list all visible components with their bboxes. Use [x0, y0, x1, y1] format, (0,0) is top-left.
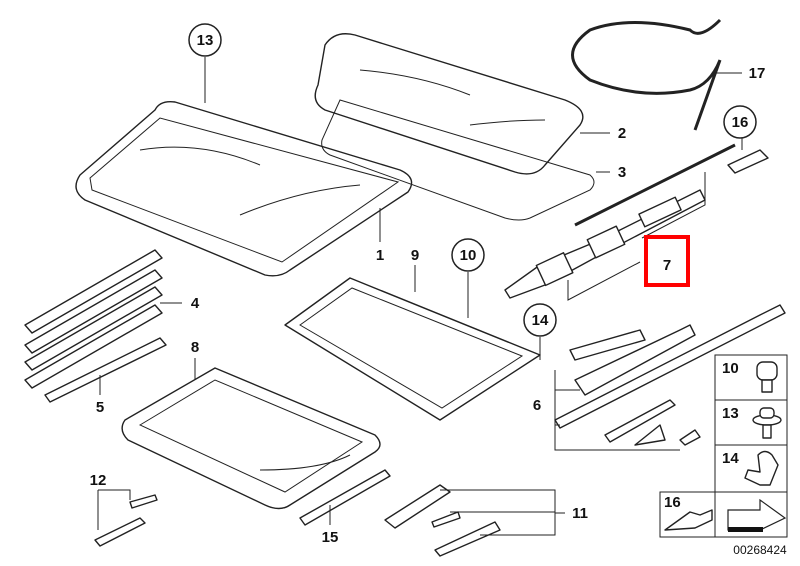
part-15-bracket[interactable]: [299, 469, 391, 526]
callout-15: 15: [322, 529, 339, 546]
callout-16: 16: [723, 105, 757, 139]
legend-label-10: 10: [722, 360, 739, 377]
callout-9: 9: [411, 247, 419, 264]
part-4-strips[interactable]: [24, 249, 163, 389]
callout-13: 13: [188, 23, 222, 57]
part-13-panel[interactable]: [75, 100, 413, 277]
callout-1: 1: [376, 247, 384, 264]
small-parts-legend: 10 13 14 16: [659, 354, 788, 538]
callout-14: 14: [523, 303, 557, 337]
part-6-mechanism-set[interactable]: [554, 304, 786, 446]
part-5-rail[interactable]: [44, 337, 167, 403]
part-12-clips[interactable]: [94, 494, 158, 547]
svg-text:16: 16: [732, 114, 749, 131]
collar-screw-icon: [752, 407, 782, 439]
callout-17: 17: [749, 65, 766, 82]
callout-4: 4: [191, 295, 200, 312]
part-9-frame[interactable]: [284, 277, 541, 421]
callout-11: 11: [572, 505, 588, 522]
callout-12: 12: [90, 472, 107, 489]
callout-7-highlighted: 7: [644, 235, 690, 287]
arrow-icon: [727, 498, 787, 532]
part-11-slides[interactable]: [384, 484, 501, 557]
svg-text:14: 14: [532, 312, 549, 329]
screw-icon: [756, 361, 778, 393]
slide-part-icon: [664, 509, 713, 531]
svg-text:7: 7: [663, 257, 671, 274]
legend-label-14: 14: [722, 450, 739, 467]
svg-text:10: 10: [460, 247, 477, 264]
callout-8: 8: [191, 339, 199, 356]
diagram-number: 00268424: [733, 543, 787, 557]
callout-2: 2: [618, 125, 626, 142]
callout-6: 6: [533, 397, 541, 414]
legend-label-16: 16: [664, 494, 681, 511]
part-8-sunblind[interactable]: [121, 367, 381, 510]
callout-3: 3: [618, 164, 626, 181]
part-3-seal[interactable]: [321, 99, 595, 221]
part-17-cable[interactable]: [571, 18, 722, 131]
callout-10: 10: [451, 238, 485, 272]
legend-label-13: 13: [722, 405, 739, 422]
part-2-glass-lid[interactable]: [314, 33, 584, 175]
clip-icon: [744, 450, 779, 486]
svg-text:13: 13: [197, 32, 214, 49]
callout-5: 5: [96, 399, 104, 416]
part-7-guide-mechanism[interactable]: [504, 143, 769, 299]
